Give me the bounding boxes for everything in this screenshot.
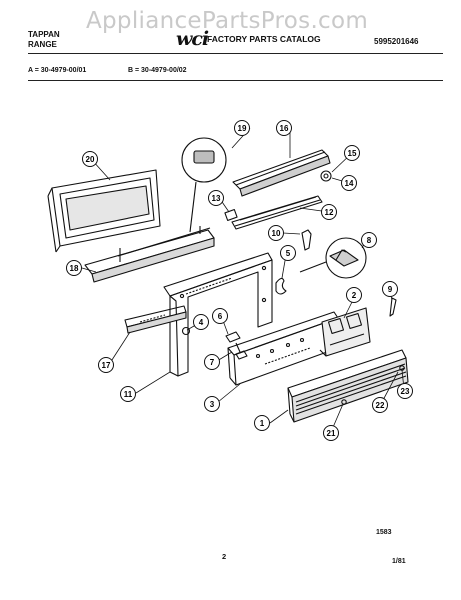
model-a: A = 30-4979-00/01 xyxy=(28,67,87,74)
callout-6: 6 xyxy=(212,308,228,324)
part-lower-trim xyxy=(84,226,215,283)
part-front-overlay xyxy=(287,349,409,423)
svg-text:18: 18 xyxy=(70,264,79,273)
callout-19: 19 xyxy=(234,120,250,136)
svg-text:16: 16 xyxy=(280,124,289,133)
detail-circle-19 xyxy=(181,137,227,233)
svg-text:19: 19 xyxy=(238,124,247,133)
callout-4: 4 xyxy=(193,314,209,330)
svg-text:5: 5 xyxy=(286,249,291,258)
svg-text:23: 23 xyxy=(401,387,410,396)
callout-13: 13 xyxy=(208,190,224,206)
part-control-panel xyxy=(227,311,339,386)
detail-circle-8 xyxy=(299,237,367,279)
watermark: AppliancePartsPros.com xyxy=(86,8,369,34)
part-top-trim xyxy=(232,149,331,197)
callout-1: 1 xyxy=(254,415,270,431)
callout-20: 20 xyxy=(82,151,98,167)
svg-text:9: 9 xyxy=(388,285,393,294)
callout-7: 7 xyxy=(204,354,220,370)
part-lower-rail xyxy=(231,195,323,230)
svg-text:17: 17 xyxy=(102,361,111,370)
callout-23: 23 xyxy=(397,383,413,399)
svg-text:11: 11 xyxy=(124,390,133,399)
part-door-panel xyxy=(47,169,161,253)
svg-text:4: 4 xyxy=(199,318,204,327)
wci-logo: wci xyxy=(176,28,209,50)
callout-14: 14 xyxy=(341,175,357,191)
svg-text:10: 10 xyxy=(272,229,281,238)
svg-text:7: 7 xyxy=(210,358,215,367)
svg-text:21: 21 xyxy=(327,429,336,438)
callout-17: 17 xyxy=(98,357,114,373)
catalog-title: FACTORY PARTS CATALOG xyxy=(207,34,321,44)
callout-5: 5 xyxy=(280,245,296,261)
footer-date: 1/81 xyxy=(392,558,406,565)
catalog-number: 5995201646 xyxy=(374,37,419,46)
header-rule-bottom xyxy=(28,80,443,81)
svg-text:13: 13 xyxy=(212,194,221,203)
callout-11: 11 xyxy=(120,386,136,402)
part-side-trim xyxy=(124,305,187,334)
callout-2: 2 xyxy=(346,287,362,303)
svg-text:8: 8 xyxy=(367,236,372,245)
callout-16: 16 xyxy=(276,120,292,136)
drawing-number: 1583 xyxy=(376,529,392,536)
part-backguard-frame xyxy=(163,252,273,377)
callout-21: 21 xyxy=(323,425,339,441)
callout-3: 3 xyxy=(204,396,220,412)
svg-text:15: 15 xyxy=(348,149,357,158)
svg-text:20: 20 xyxy=(86,155,95,164)
model-b: B = 30-4979-00/02 xyxy=(128,67,187,74)
svg-text:6: 6 xyxy=(218,312,223,321)
brand-line1: TAPPAN xyxy=(28,30,60,39)
svg-text:22: 22 xyxy=(376,401,385,410)
part-clock-timer xyxy=(319,307,371,357)
part-small-hardware xyxy=(181,170,405,405)
callout-12: 12 xyxy=(321,204,337,220)
callout-9: 9 xyxy=(382,281,398,297)
svg-text:1: 1 xyxy=(260,419,265,428)
svg-text:14: 14 xyxy=(345,179,354,188)
svg-text:12: 12 xyxy=(325,208,334,217)
svg-text:2: 2 xyxy=(352,291,357,300)
brand-line2: RANGE xyxy=(28,40,57,49)
callout-18: 18 xyxy=(66,260,82,276)
header-rule-top xyxy=(28,53,443,54)
callout-15: 15 xyxy=(344,145,360,161)
callout-22: 22 xyxy=(372,397,388,413)
svg-text:3: 3 xyxy=(210,400,215,409)
page-number: 2 xyxy=(222,552,227,561)
callout-10: 10 xyxy=(268,225,284,241)
callout-8: 8 xyxy=(361,232,377,248)
